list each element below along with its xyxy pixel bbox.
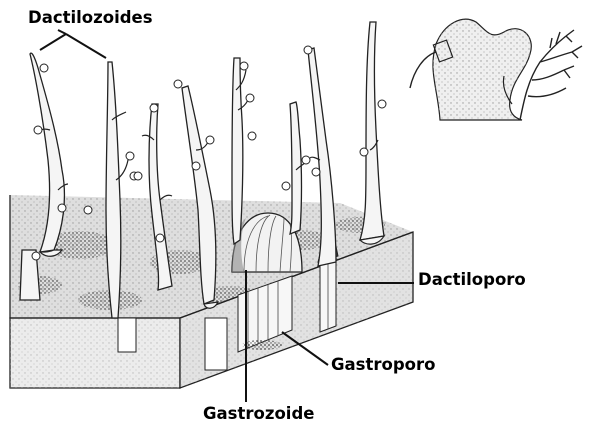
label-dactiloporo: Dactiloporo <box>418 272 526 289</box>
label-dactilozoides: Dactilozoides <box>28 10 153 27</box>
dactiloporo-cavity <box>320 259 336 332</box>
label-gastroporo: Gastroporo <box>331 357 435 374</box>
label-gastrozoide: Gastrozoide <box>203 406 314 423</box>
leader-dactilozoides <box>40 34 66 50</box>
coral-colony-inset <box>410 19 582 120</box>
